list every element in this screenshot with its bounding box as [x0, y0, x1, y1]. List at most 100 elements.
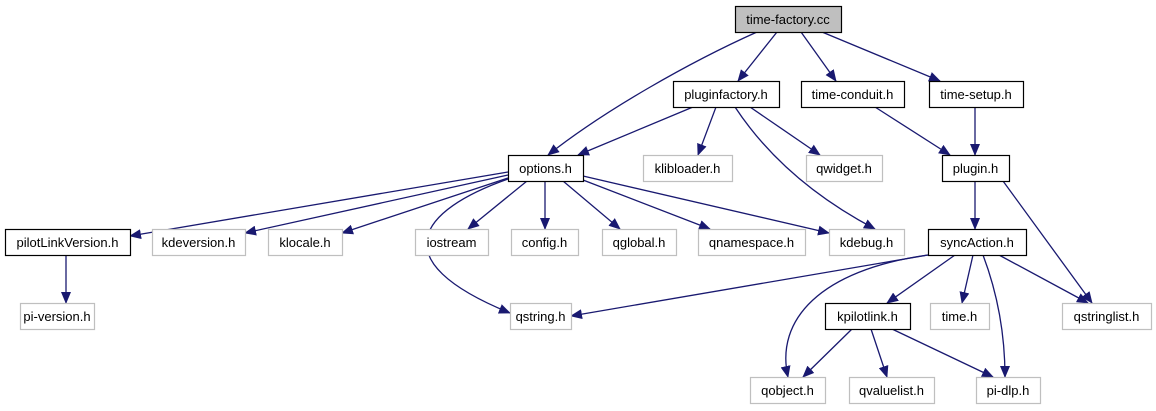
node-label: qstringlist.h — [1074, 309, 1140, 324]
node-time-conduit-h[interactable]: time-conduit.h — [800, 80, 906, 109]
node-label: qnamespace.h — [709, 235, 794, 250]
node-label: klibloader.h — [655, 161, 721, 176]
node-pluginfactory-h[interactable]: pluginfactory.h — [672, 80, 781, 109]
node-config-h: config.h — [510, 228, 580, 257]
node-label: plugin.h — [953, 161, 999, 176]
node-box — [672, 80, 781, 109]
node-label: kdeversion.h — [162, 235, 236, 250]
edge-syncaction-h-to-qstringlist-h — [998, 254, 1089, 304]
node-box — [414, 228, 490, 257]
node-label: time-setup.h — [940, 87, 1012, 102]
node-label: qwidget.h — [816, 161, 872, 176]
node-pilotlinkversion-h[interactable]: pilotLinkVersion.h — [4, 228, 132, 257]
node-box — [975, 376, 1042, 405]
node-label: time.h — [942, 309, 977, 324]
node-box — [848, 376, 936, 405]
node-time-setup-h[interactable]: time-setup.h — [928, 80, 1025, 109]
node-box — [19, 302, 96, 331]
node-box — [601, 228, 678, 257]
edge-options-h-to-qglobal-h — [562, 180, 621, 230]
node-box — [941, 154, 1011, 183]
node-kpilotlink-h[interactable]: kpilotlink.h — [824, 302, 912, 331]
node-kdebug-h: kdebug.h — [828, 228, 906, 257]
node-qobject-h: qobject.h — [749, 376, 827, 405]
node-box — [697, 228, 807, 257]
node-box — [828, 228, 906, 257]
edge-options-h-to-klocale-h — [341, 177, 509, 235]
node-label: time-conduit.h — [812, 87, 894, 102]
node-label: pi-version.h — [23, 309, 90, 324]
node-time-factory-cc[interactable]: time-factory.cc — [734, 5, 843, 34]
edge-options-h-to-iostream — [467, 180, 528, 230]
node-qstringlist-h: qstringlist.h — [1061, 302, 1153, 331]
node-pi-dlp-h: pi-dlp.h — [975, 376, 1042, 405]
node-klocale-h: klocale.h — [267, 228, 344, 257]
node-box — [929, 302, 991, 331]
node-options-h[interactable]: options.h — [507, 154, 585, 183]
node-qwidget-h: qwidget.h — [805, 154, 884, 183]
edge-syncaction-h-to-pi-dlp-h — [982, 254, 1010, 378]
node-label: kdebug.h — [840, 235, 894, 250]
node-box — [805, 154, 884, 183]
node-label: qstring.h — [516, 309, 566, 324]
edge-options-h-to-qnamespace-h — [582, 179, 711, 230]
edge-syncaction-h-to-qobject-h — [780, 254, 929, 378]
node-box — [1061, 302, 1153, 331]
node-qglobal-h: qglobal.h — [601, 228, 678, 257]
node-kdeversion-h: kdeversion.h — [151, 228, 247, 257]
node-label: pluginfactory.h — [684, 87, 768, 102]
edge-pluginfactory-h-to-options-h — [577, 106, 694, 156]
node-syncaction-h[interactable]: syncAction.h — [927, 228, 1028, 257]
node-box — [151, 228, 247, 257]
node-label: options.h — [519, 161, 572, 176]
node-time-h: time.h — [929, 302, 991, 331]
edge-time-factory-cc-to-pluginfactory-h — [737, 31, 778, 82]
node-box — [749, 376, 827, 405]
edge-syncaction-h-to-kpilotlink-h — [886, 254, 956, 304]
node-label: pilotLinkVersion.h — [17, 235, 119, 250]
edge-options-h-to-kdebug-h — [582, 175, 830, 236]
node-qvaluelist-h: qvaluelist.h — [848, 376, 936, 405]
node-qstring-h: qstring.h — [509, 302, 573, 331]
edge-time-factory-cc-to-options-h — [547, 31, 758, 156]
node-label: config.h — [522, 235, 568, 250]
node-label: pi-dlp.h — [987, 383, 1030, 398]
edge-plugin-h-to-qstringlist-h — [1002, 180, 1093, 304]
node-iostream: iostream — [414, 228, 490, 257]
node-qnamespace-h: qnamespace.h — [697, 228, 807, 257]
node-box — [734, 5, 843, 34]
edge-kpilotlink-h-to-pi-dlp-h — [891, 328, 994, 378]
node-label: qobject.h — [761, 383, 814, 398]
node-pi-version-h: pi-version.h — [19, 302, 96, 331]
edge-pluginfactory-h-to-klibloader-h — [697, 106, 717, 156]
node-box — [509, 302, 573, 331]
node-label: time-factory.cc — [746, 12, 830, 27]
node-label: klocale.h — [279, 235, 330, 250]
node-box — [928, 80, 1025, 109]
node-klibloader-h: klibloader.h — [642, 154, 734, 183]
node-box — [927, 228, 1028, 257]
node-label: iostream — [427, 235, 477, 250]
node-box — [800, 80, 906, 109]
node-label: qglobal.h — [613, 235, 666, 250]
node-label: syncAction.h — [940, 235, 1014, 250]
edge-pluginfactory-h-to-kdebug-h — [734, 106, 876, 230]
node-box — [267, 228, 344, 257]
edge-time-factory-cc-to-time-conduit-h — [800, 31, 837, 82]
node-box — [4, 228, 132, 257]
edge-kpilotlink-h-to-qobject-h — [802, 328, 853, 378]
edge-options-h-to-pilotlinkversion-h — [129, 171, 509, 240]
node-label: qvaluelist.h — [859, 383, 924, 398]
node-box — [824, 302, 912, 331]
node-box — [510, 228, 580, 257]
edge-syncaction-h-to-time-h — [959, 254, 974, 304]
edge-syncaction-h-to-qstring-h — [570, 254, 929, 320]
node-box — [507, 154, 585, 183]
edge-pluginfactory-h-to-qwidget-h — [749, 106, 821, 156]
node-plugin-h[interactable]: plugin.h — [941, 154, 1011, 183]
edge-kpilotlink-h-to-qvaluelist-h — [870, 328, 889, 378]
node-label: kpilotlink.h — [837, 309, 898, 324]
edge-options-h-to-kdeversion-h — [244, 174, 509, 236]
node-box — [642, 154, 734, 183]
